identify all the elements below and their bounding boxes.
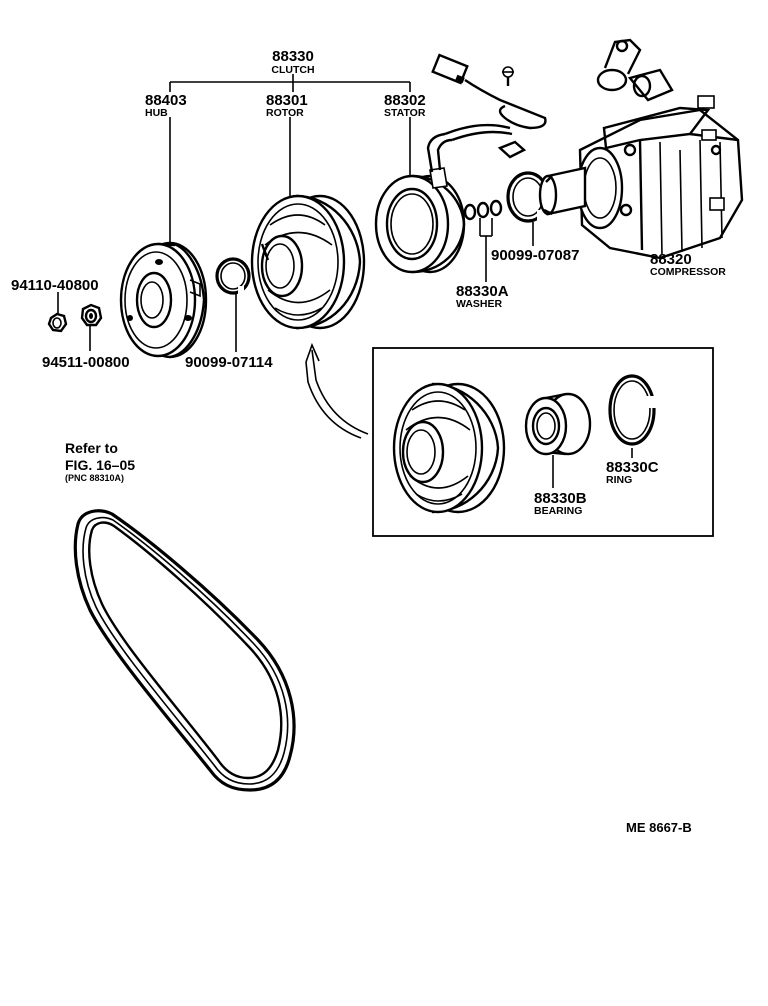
belt-reference-line3: (PNC 88310A) bbox=[65, 473, 124, 483]
rotor-detail-box bbox=[372, 347, 714, 537]
compressor-part-number: 88320 bbox=[650, 251, 692, 268]
snap-ring-rotor-drawing bbox=[215, 257, 251, 295]
stator-part-drawing bbox=[374, 132, 466, 274]
belt-reference-line2: FIG. 16–05 bbox=[65, 457, 135, 473]
clutch-part-name: CLUTCH bbox=[271, 64, 314, 76]
hub-part-drawing bbox=[119, 241, 208, 359]
snap-ring-stator-part-number: 90099-07087 bbox=[491, 247, 579, 264]
washer-part-name: WASHER bbox=[456, 298, 503, 310]
nut-a-drawing bbox=[47, 312, 68, 333]
part-labels: 88330 CLUTCH 88403 HUB 88301 ROTOR 88302… bbox=[11, 48, 726, 835]
bearing-part-name: BEARING bbox=[534, 505, 582, 517]
detail-callout-arrow bbox=[305, 342, 369, 439]
nut-b-part-number: 94511-00800 bbox=[42, 354, 130, 371]
drawing-id: ME 8667-B bbox=[626, 820, 692, 835]
bearing-part-number: 88330B bbox=[534, 490, 587, 507]
drive-belt-drawing bbox=[73, 509, 296, 792]
rotor-part-number: 88301 bbox=[266, 92, 308, 109]
compressor-part-name: COMPRESSOR bbox=[650, 266, 726, 278]
ring-part-name: RING bbox=[606, 474, 632, 486]
hub-part-name: HUB bbox=[145, 107, 168, 119]
wire-harness-drawing bbox=[431, 53, 547, 159]
stator-part-number: 88302 bbox=[384, 92, 426, 109]
washer-drawing bbox=[463, 199, 503, 221]
rotor-part-name: ROTOR bbox=[266, 107, 304, 119]
washer-part-number: 88330A bbox=[456, 283, 509, 300]
compressor-part-drawing bbox=[538, 38, 744, 260]
hub-part-number: 88403 bbox=[145, 92, 187, 109]
stator-part-name: STATOR bbox=[384, 107, 426, 119]
nut-a-part-number: 94110-40800 bbox=[11, 277, 99, 294]
snap-ring-rotor-part-number: 90099-07114 bbox=[185, 354, 273, 371]
belt-reference-line1: Refer to bbox=[65, 440, 118, 456]
nut-b-drawing bbox=[80, 303, 103, 327]
ring-part-number: 88330C bbox=[606, 459, 659, 476]
clutch-part-number: 88330 bbox=[272, 48, 314, 65]
rotor-part-drawing bbox=[250, 194, 366, 330]
